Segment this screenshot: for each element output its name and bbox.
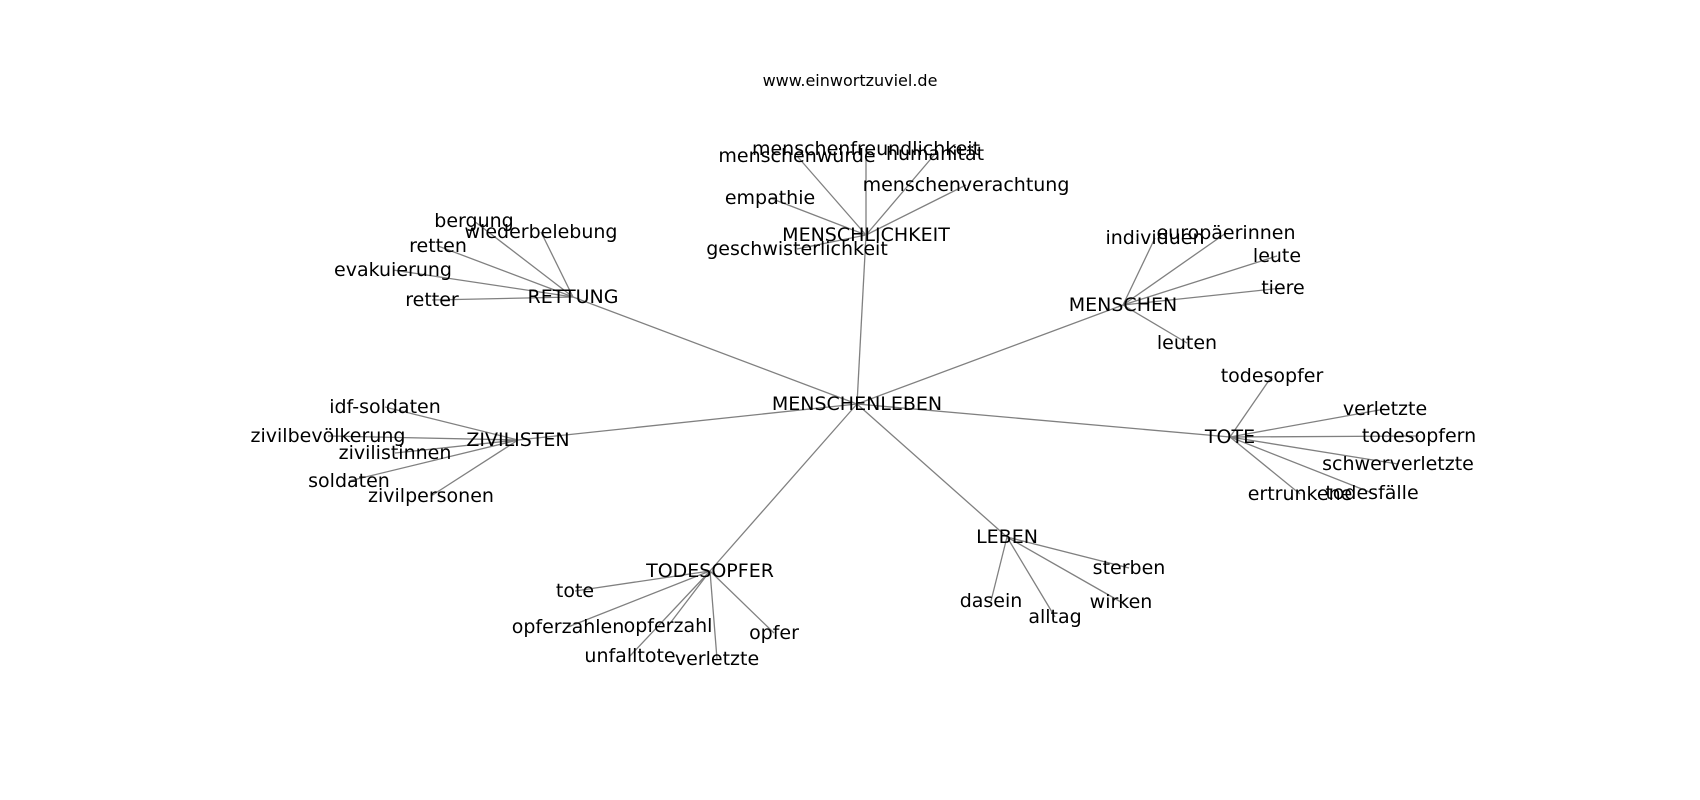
hub-node-todesopfer: TODESOPFER xyxy=(645,560,774,582)
word-node-todesfaelle: todesfälle xyxy=(1325,482,1418,504)
word-node-verletzte: verletzte xyxy=(675,648,759,670)
edge-tote-verletzte xyxy=(1229,408,1386,438)
word-node-menschenverachtung: menschenverachtung xyxy=(863,174,1070,196)
hub-node-tote: TOTE xyxy=(1204,426,1255,448)
edge-leben-wirken xyxy=(1006,536,1122,603)
edge-menschlichkeit-humanitaet xyxy=(865,153,936,236)
word-node-menschenwuerde: menschenwürde xyxy=(718,145,875,167)
edge-zivilisten-zivilpersonen xyxy=(430,439,519,497)
word-node-opferzahl: opferzahl xyxy=(624,615,713,637)
word-node-wiederbelebung: wiederbelebung xyxy=(465,221,618,243)
word-node-tote: tote xyxy=(556,580,594,602)
edge-menschen-leute xyxy=(1122,255,1278,306)
hub-node-menschlichkeit: MENSCHLICHKEIT xyxy=(782,224,950,246)
source-label: www.einwortzuviel.de xyxy=(762,71,938,90)
edge-rettung-bergung xyxy=(473,220,574,298)
edge-root-leben xyxy=(856,403,1008,538)
edge-todesopfer-opferzahlen xyxy=(567,570,711,628)
edge-todesopfer-opfer xyxy=(709,570,775,634)
edge-menschlichkeit-geschwisterlichkeit xyxy=(796,234,867,250)
word-node-alltag: alltag xyxy=(1028,606,1081,628)
word-node-idf-soldaten: idf-soldaten xyxy=(329,396,441,418)
hub-node-menschen: MENSCHEN xyxy=(1069,294,1177,316)
edge-zivilisten-idf-soldaten xyxy=(384,406,519,441)
word-node-europaeerinnen: europäerinnen xyxy=(1156,222,1295,244)
edge-root-zivilisten xyxy=(517,403,858,441)
edge-menschlichkeit-menschenverachtung xyxy=(865,184,967,236)
word-node-dasein: dasein xyxy=(960,590,1023,612)
word-node-evakuierung: evakuierung xyxy=(334,259,452,281)
word-node-opfer: opfer xyxy=(749,622,799,644)
edge-leben-sterben xyxy=(1006,536,1130,569)
word-node-individuen: individuen xyxy=(1105,227,1204,249)
word-node-verletzte: verletzte xyxy=(1343,398,1427,420)
edge-tote-todesfaelle xyxy=(1229,436,1373,494)
edge-menschen-europaeerinnen xyxy=(1122,232,1227,306)
edge-todesopfer-tote xyxy=(574,570,711,592)
edge-menschen-tiere xyxy=(1122,287,1284,306)
word-node-retten: retten xyxy=(409,235,467,257)
hub-node-leben: LEBEN xyxy=(976,526,1038,548)
word-node-soldaten: soldaten xyxy=(308,470,390,492)
edge-menschen-leuten xyxy=(1122,304,1188,344)
word-node-retter: retter xyxy=(405,289,459,311)
edge-tote-todesopfern xyxy=(1229,435,1420,438)
word-node-leuten: leuten xyxy=(1157,332,1217,354)
edge-root-menschlichkeit xyxy=(856,234,867,405)
word-node-todesopfer: todesopfer xyxy=(1221,365,1324,387)
word-node-zivilbevoelkerung: zivilbevölkerung xyxy=(251,425,406,447)
edge-tote-schwerverletzte xyxy=(1229,436,1399,465)
edge-menschen-individuen xyxy=(1122,237,1156,306)
edge-zivilisten-zivilbevoelkerung xyxy=(327,435,519,441)
edge-tote-todesopfer xyxy=(1229,375,1273,438)
word-node-unfalltote: unfalltote xyxy=(584,645,675,667)
edge-todesopfer-unfalltote xyxy=(629,570,711,657)
root-node-menschenleben: MENSCHENLEBEN xyxy=(772,393,942,415)
edge-rettung-evakuierung xyxy=(392,269,574,298)
word-node-todesopfern: todesopfern xyxy=(1362,425,1476,447)
edge-todesopfer-opferzahl xyxy=(667,570,711,627)
word-node-bergung: bergung xyxy=(434,210,513,232)
edge-leben-dasein xyxy=(990,536,1008,602)
edge-layer xyxy=(327,149,1420,660)
word-node-menschenfreundlichkeit: menschenfreundlichkeit xyxy=(752,138,980,160)
word-node-geschwisterlichkeit: geschwisterlichkeit xyxy=(706,238,888,260)
word-node-tiere: tiere xyxy=(1261,277,1305,299)
edge-menschlichkeit-empathie xyxy=(769,197,867,236)
edge-root-menschen xyxy=(856,304,1124,405)
hub-node-rettung: RETTUNG xyxy=(528,286,619,308)
word-node-zivilistinnen: zivilistinnen xyxy=(339,442,452,464)
word-node-ertrunkene: ertrunkene xyxy=(1248,483,1353,505)
edge-rettung-retter xyxy=(431,296,574,301)
hub-node-zivilisten: ZIVILISTEN xyxy=(466,429,569,451)
edge-root-tote xyxy=(856,403,1231,438)
word-node-humanitaet: humanität xyxy=(886,143,984,165)
edge-root-rettung xyxy=(572,296,858,405)
edge-menschlichkeit-menschenwuerde xyxy=(796,155,867,236)
edge-root-todesopfer xyxy=(709,403,858,572)
word-node-sterben: sterben xyxy=(1093,557,1166,579)
word-node-schwerverletzte: schwerverletzte xyxy=(1322,453,1474,475)
word-node-zivilpersonen: zivilpersonen xyxy=(368,485,494,507)
edge-rettung-retten xyxy=(437,245,574,298)
word-node-leute: leute xyxy=(1253,245,1301,267)
edge-todesopfer-verletzte xyxy=(709,570,718,660)
edge-leben-alltag xyxy=(1006,536,1056,618)
word-node-wirken: wirken xyxy=(1090,591,1153,613)
word-node-empathie: empathie xyxy=(725,187,815,209)
word-node-opferzahlen: opferzahlen xyxy=(512,616,625,638)
edge-rettung-wiederbelebung xyxy=(540,231,574,298)
edge-zivilisten-zivilistinnen xyxy=(394,439,519,454)
edge-tote-ertrunkene xyxy=(1229,436,1301,495)
edge-zivilisten-soldaten xyxy=(348,439,519,482)
